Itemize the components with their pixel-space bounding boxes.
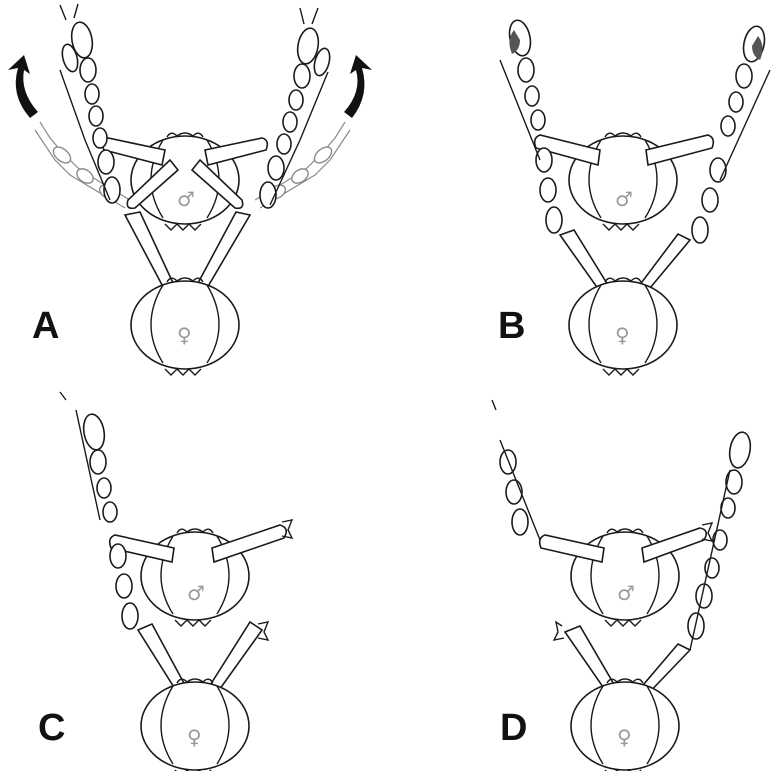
left-antenna-chain [500, 18, 562, 233]
panel-c: ♂ ♀ C [38, 392, 292, 771]
male-symbol: ♂ [615, 187, 633, 211]
female-symbol: ♀ [617, 725, 632, 749]
panel-label-c: C [38, 707, 65, 749]
male-symbol: ♂ [617, 581, 635, 605]
panel-b: ♂ ♀ B [498, 18, 770, 375]
panel-d: ♂ ♀ D [492, 400, 753, 771]
male-symbol: ♂ [177, 187, 195, 211]
panel-label-b: B [498, 305, 525, 347]
left-arrow [8, 55, 38, 118]
panel-a: ♂ [8, 4, 372, 375]
panel-label-d: D [500, 707, 527, 749]
panel-label-a: A [32, 305, 59, 347]
male-symbol: ♂ [187, 581, 205, 605]
female-symbol: ♀ [615, 323, 630, 347]
left-antenna-chain [492, 400, 540, 540]
right-arrow [344, 55, 372, 118]
female-symbol: ♀ [187, 725, 202, 749]
left-antenna-chain [60, 392, 138, 629]
female-symbol: ♀ [177, 323, 192, 347]
right-antenna-chain [692, 24, 770, 243]
